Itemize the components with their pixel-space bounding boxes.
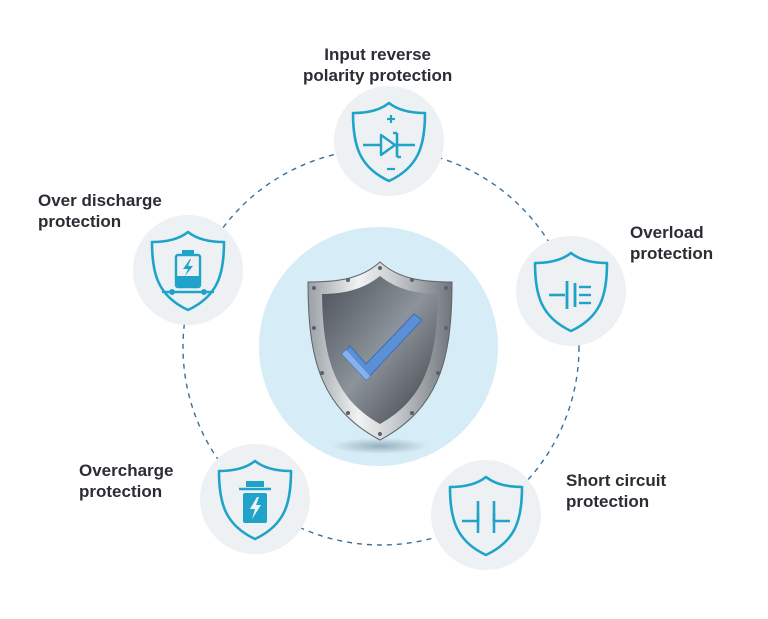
shield-check-icon (300, 258, 460, 458)
node-short-circuit (431, 460, 541, 570)
label-line: Over discharge (38, 191, 162, 210)
node-input-reverse-polarity (334, 86, 444, 196)
node-overload (516, 236, 626, 346)
label-input-reverse-polarity: Input reverse polarity protection (303, 44, 452, 86)
label-line: protection (79, 482, 163, 501)
label-line: protection (38, 212, 122, 231)
label-overcharge: Overcharge protection (79, 460, 174, 502)
node-overcharge (200, 444, 310, 554)
label-line: Input reverse (324, 45, 431, 64)
label-line: Overcharge (79, 461, 174, 480)
node-over-discharge (133, 215, 243, 325)
label-line: polarity protection (303, 66, 453, 85)
discharge-battery-icon (150, 230, 226, 312)
capacitor-icon (533, 251, 609, 333)
label-line: protection (566, 492, 650, 511)
label-line: Overload (630, 223, 704, 242)
label-line: Short circuit (566, 471, 667, 490)
label-over-discharge: Over discharge protection (38, 190, 162, 232)
label-short-circuit: Short circuit protection (566, 470, 666, 512)
diode-icon (351, 101, 427, 183)
switch-icon (448, 475, 524, 557)
charging-battery-icon (217, 459, 293, 541)
label-line: protection (630, 244, 714, 263)
label-overload: Overload protection (630, 222, 713, 264)
